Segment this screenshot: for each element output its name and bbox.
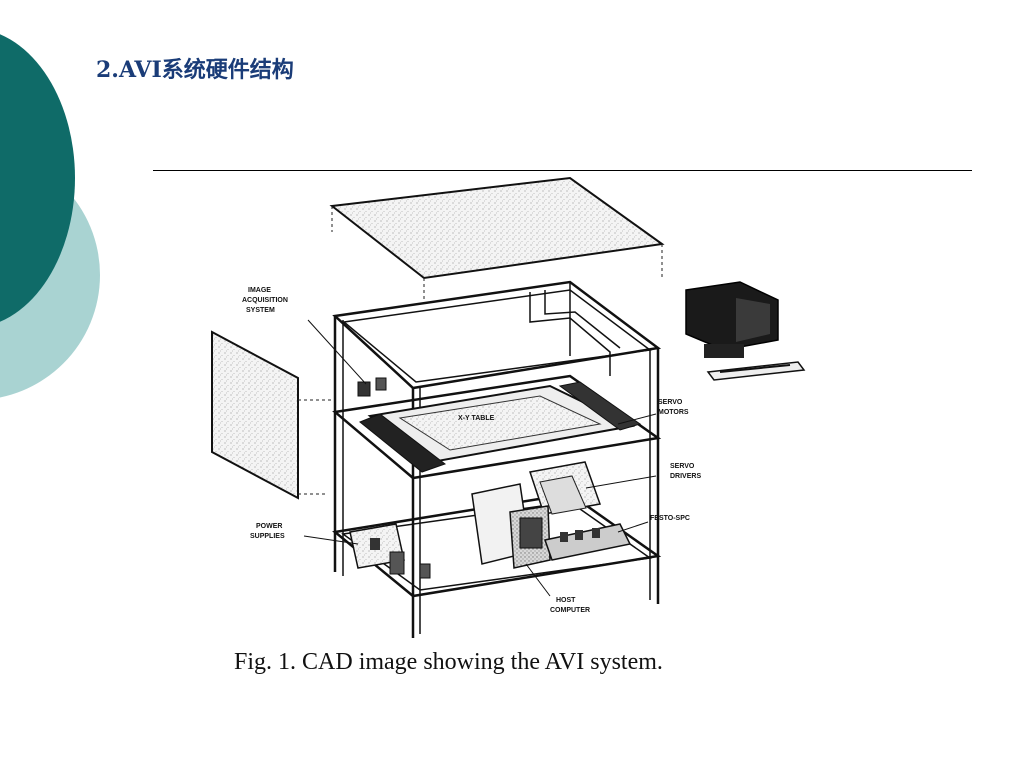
label-servo-motors-1: SERVO xyxy=(658,399,683,406)
label-servo-motors-2: MOTORS xyxy=(658,409,689,416)
side-panel xyxy=(211,330,335,500)
cad-figure: X-Y TABLE xyxy=(200,172,820,652)
label-image-acquisition-3: SYSTEM xyxy=(246,307,275,314)
figure-caption: Fig. 1. CAD image showing the AVI system… xyxy=(234,649,663,675)
machine-frame xyxy=(332,280,662,638)
label-servo-drivers-1: SERVO xyxy=(670,463,695,470)
label-image-acquisition-1: IMAGE xyxy=(248,287,271,294)
top-cover-panel xyxy=(329,176,665,304)
xy-table-label: X-Y TABLE xyxy=(458,415,495,422)
label-host-computer-2: COMPUTER xyxy=(550,607,590,614)
festo-spc-board xyxy=(544,523,632,561)
label-festo-spc: FESTO-SPC xyxy=(650,515,690,522)
figure-labels: IMAGE ACQUISITION SYSTEM SERVO MOTORS SE… xyxy=(242,287,701,614)
host-computer xyxy=(471,483,551,569)
title-divider xyxy=(153,170,972,171)
slide-title: 2.AVI系统硬件结构 xyxy=(96,57,294,83)
leader-lines xyxy=(303,319,657,597)
label-host-computer-1: HOST xyxy=(556,597,576,604)
label-servo-drivers-2: DRIVERS xyxy=(670,473,701,480)
label-power-supplies-1: POWER xyxy=(256,523,282,530)
label-power-supplies-2: SUPPLIES xyxy=(250,533,285,540)
servo-drivers xyxy=(529,461,602,515)
label-image-acquisition-2: ACQUISITION xyxy=(242,297,288,304)
monitor-unit xyxy=(685,281,806,381)
xy-table: X-Y TABLE xyxy=(357,377,642,473)
power-supplies xyxy=(349,523,431,579)
